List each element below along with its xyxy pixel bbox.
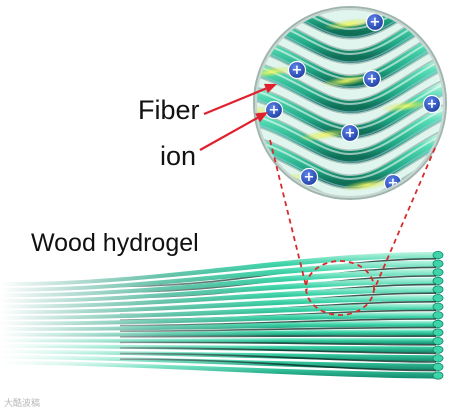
- svg-text:+: +: [304, 170, 315, 185]
- zoomed-fiber: [256, 9, 444, 40]
- fiber-strand: [0, 311, 444, 327]
- fiber-strand: [0, 360, 444, 380]
- plus-ion-icon: +: [365, 12, 385, 32]
- ion-label: ion: [160, 141, 197, 171]
- plus-ion-icon: +: [340, 123, 360, 143]
- plus-ion-icon: +: [422, 94, 442, 114]
- plus-ion-icon: +: [287, 60, 307, 80]
- svg-text:+: +: [345, 126, 356, 141]
- plus-ion-icon: +: [264, 100, 284, 120]
- fiber-strand: [0, 336, 444, 346]
- svg-text:+: +: [292, 63, 303, 78]
- svg-text:+: +: [370, 15, 381, 30]
- label-arrows: [199, 83, 277, 151]
- svg-text:+: +: [427, 97, 438, 112]
- fiber-bundle: [0, 251, 444, 380]
- watermark-text: 大酷波稿: [4, 399, 41, 409]
- fiber-strand: [0, 354, 444, 372]
- fiber-strand: [0, 349, 444, 363]
- svg-text:+: +: [367, 72, 378, 87]
- zoom-projection: [269, 139, 436, 316]
- fiber-label: Fiber: [138, 95, 200, 125]
- zoomed-fiber: [256, 47, 444, 115]
- plus-ion-icon: +: [362, 69, 382, 89]
- red-arrow-icon: [203, 83, 277, 116]
- svg-text:+: +: [388, 176, 399, 191]
- plus-ion-icon: +: [299, 167, 319, 187]
- wood-hydrogel-label: Wood hydrogel: [31, 229, 199, 257]
- fiber-strand: [0, 343, 444, 355]
- fiber-strand: [0, 319, 444, 332]
- svg-text:+: +: [269, 103, 280, 118]
- fiber-strand: [0, 328, 444, 338]
- zoomed-fiber: [256, 97, 444, 165]
- red-arrow-icon: [199, 112, 268, 151]
